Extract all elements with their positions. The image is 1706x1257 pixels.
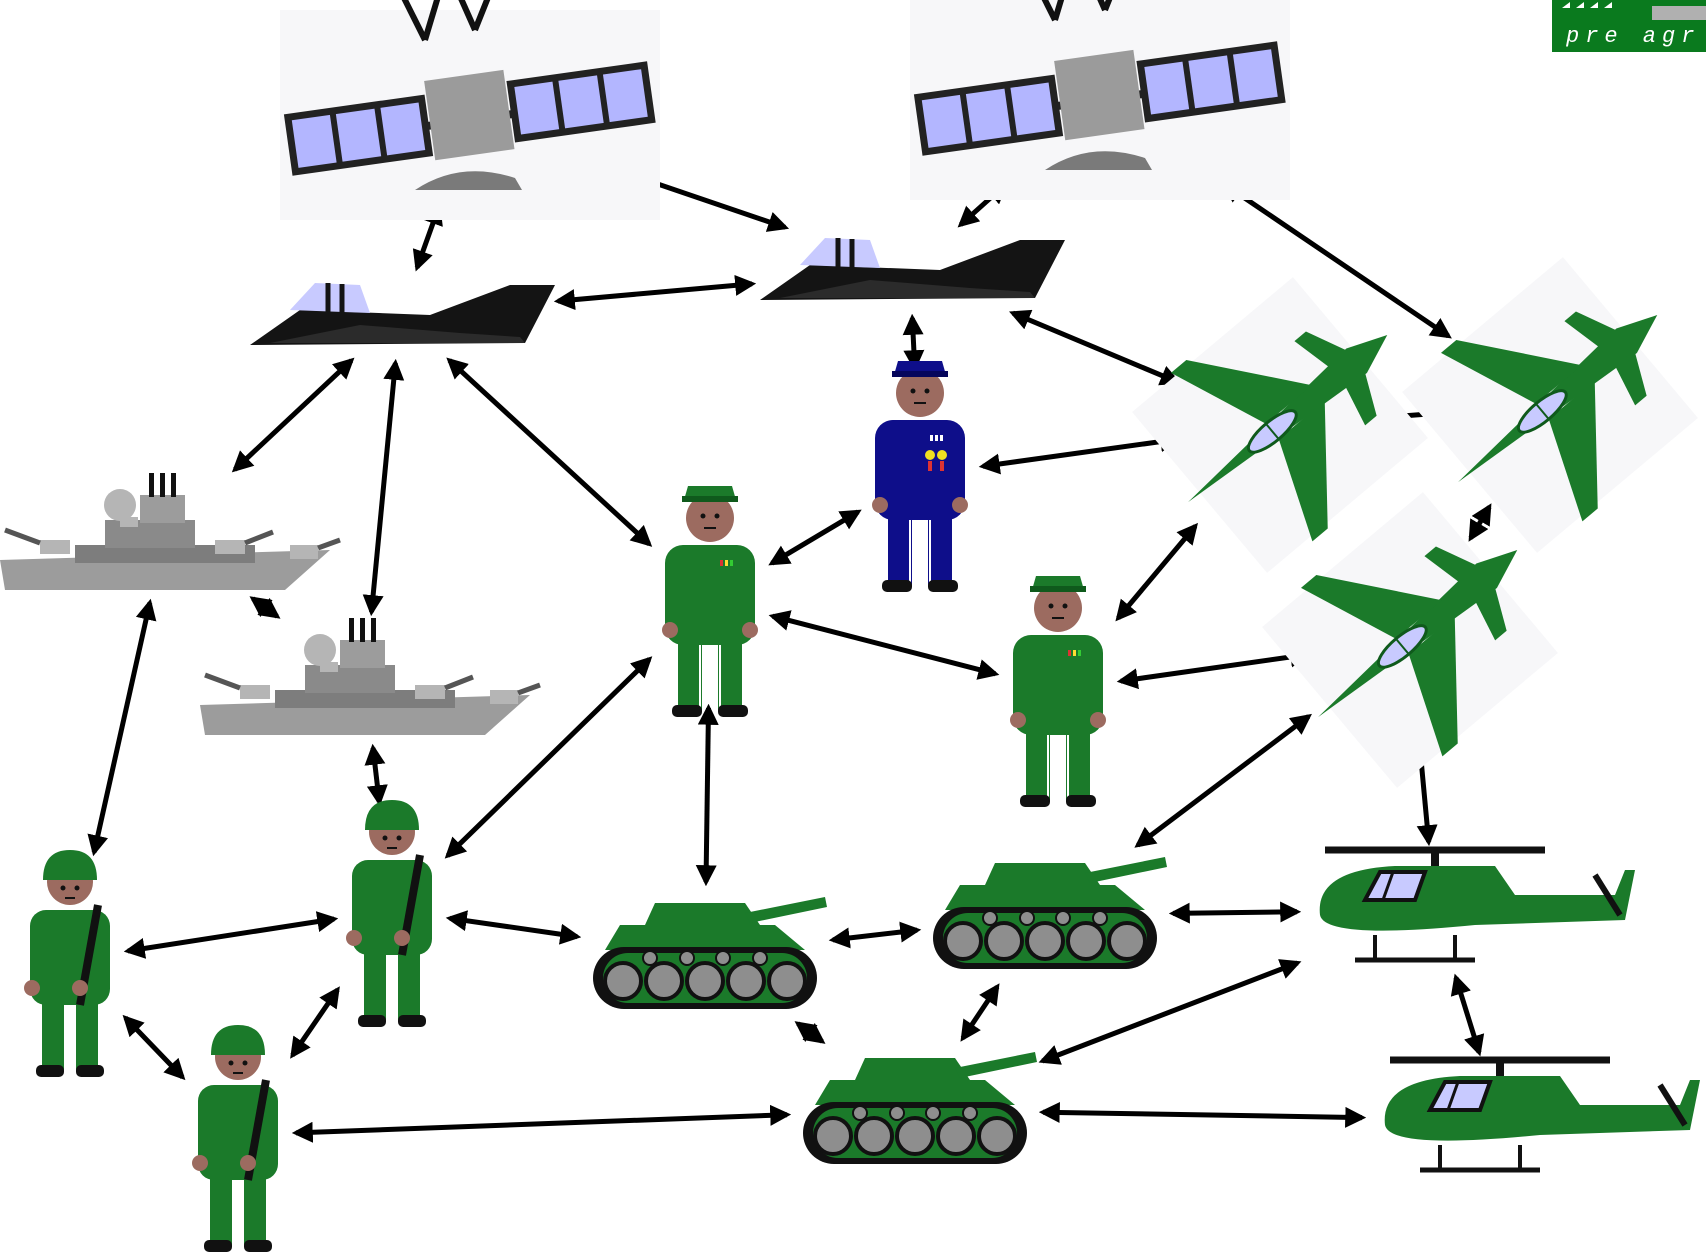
link-ship1-ship2 (249, 596, 281, 619)
link-admiral-fighter1 (978, 431, 1182, 475)
link-stealth1-stealth2 (553, 274, 757, 311)
officer-2-icon (1009, 575, 1107, 808)
officer-1-icon (661, 485, 759, 718)
logo-text: pre agr (1565, 24, 1700, 49)
helicopter-2-icon (1385, 1060, 1700, 1170)
link-soldier2-tank1 (445, 910, 582, 945)
link-ship2-soldier2 (364, 743, 388, 807)
link-fighter3-officer2 (1116, 646, 1312, 690)
link-fighter1-officer2 (1115, 522, 1198, 622)
link-heli1-heli2 (1450, 973, 1485, 1057)
link-tank2-heli1 (1168, 901, 1302, 924)
link-stealth2-admiral (902, 313, 925, 372)
link-officer1-officer2 (768, 610, 1000, 680)
link-ship1-soldier1 (87, 598, 157, 857)
link-stealth2-fighter1 (1009, 309, 1182, 386)
warship-2-icon (200, 618, 540, 735)
soldier-3-icon (192, 1025, 278, 1252)
link-tank2-tank3 (960, 983, 1000, 1042)
soldier-2-icon (346, 800, 432, 1027)
logo-badge: pre agr (1552, 0, 1706, 52)
stealth-bomber-1-icon (250, 283, 555, 345)
soldier-1-icon (24, 850, 110, 1077)
link-tank3-heli1 (1038, 959, 1302, 1065)
link-sat2-fighter2 (1221, 182, 1452, 339)
link-officer1-soldier2 (444, 656, 653, 859)
tank-3-icon (801, 1050, 1039, 1166)
satellite-2-icon (910, 0, 1290, 200)
link-stealth1-officer1 (446, 357, 653, 547)
helicopter-1-icon (1320, 850, 1635, 960)
link-soldier2-soldier3 (290, 986, 340, 1059)
link-soldier3-tank3 (291, 1104, 792, 1143)
link-soldier1-soldier3 (122, 1014, 186, 1081)
link-fighter3-tank2 (1134, 713, 1312, 848)
satellite-1-icon (280, 0, 660, 220)
connections-layer (87, 169, 1492, 1143)
tank-1-icon (591, 895, 829, 1011)
link-stealth1-ship2 (362, 358, 405, 617)
admiral-icon (871, 360, 969, 593)
link-tank3-heli2 (1038, 1101, 1367, 1128)
warship-1-icon (0, 473, 340, 590)
link-officer1-tank1 (695, 703, 719, 887)
link-stealth1-ship1 (231, 357, 355, 473)
link-fighter2-fighter3 (1468, 503, 1492, 542)
link-tank1-tank3 (794, 1021, 826, 1044)
link-soldier1-soldier2 (123, 911, 339, 959)
link-tank1-tank2 (828, 921, 922, 949)
link-admiral-officer1 (768, 509, 862, 566)
tank-2-icon (931, 855, 1169, 971)
stealth-bomber-2-icon (760, 238, 1065, 300)
